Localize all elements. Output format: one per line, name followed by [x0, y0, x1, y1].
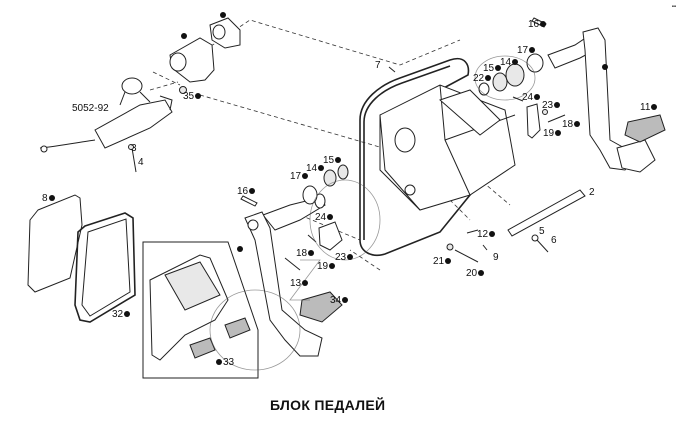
callout-16[interactable]: 16	[237, 186, 256, 197]
callout-2[interactable]: 2	[589, 187, 595, 198]
clutch-pedal-dot	[237, 246, 243, 252]
callout-23[interactable]: 23	[335, 252, 354, 263]
corner-mark: ▪▪	[671, 4, 676, 10]
callout-5[interactable]: 5	[539, 226, 545, 237]
callout-6[interactable]: 6	[551, 235, 557, 246]
callout-20[interactable]: 20	[466, 268, 485, 279]
callout-33[interactable]: 33	[215, 357, 234, 368]
callout-22[interactable]: 22	[473, 73, 492, 84]
callout-15[interactable]: 15	[323, 155, 342, 166]
pedal-housing	[359, 57, 516, 256]
callout-3[interactable]: 3	[131, 143, 137, 154]
callout-18[interactable]: 18	[562, 119, 581, 130]
callout-17[interactable]: 17	[290, 171, 309, 182]
clutch-cap-dot	[220, 12, 226, 18]
callout-32[interactable]: 32	[112, 309, 131, 320]
callout-17[interactable]: 17	[517, 45, 536, 56]
brake-pedal	[547, 27, 666, 173]
callout-24[interactable]: 24	[522, 92, 541, 103]
callout-16[interactable]: 16	[528, 19, 547, 30]
callout-15[interactable]: 15	[483, 63, 502, 74]
callout-19[interactable]: 19	[543, 128, 562, 139]
bushings-top-right	[474, 17, 547, 101]
callout-21[interactable]: 21	[433, 256, 452, 267]
assembly-ref-label: 5052-92	[72, 103, 109, 114]
diagram-title: БЛОК ПЕДАЛЕЙ	[270, 397, 386, 413]
callout-8[interactable]: 8	[42, 193, 56, 204]
inset-assembly-box	[142, 241, 259, 379]
callout-4[interactable]: 4	[138, 157, 144, 168]
callout-24[interactable]: 24	[315, 212, 334, 223]
callout-13[interactable]: 13	[290, 278, 309, 289]
callout-7[interactable]: 7	[375, 60, 381, 71]
callout-14[interactable]: 14	[306, 163, 325, 174]
bracket-and-bolts	[128, 66, 566, 173]
clutch-lever-dot	[181, 33, 187, 39]
master-cylinder	[39, 77, 173, 153]
callout-34[interactable]: 34	[330, 295, 349, 306]
callout-11[interactable]: 11	[640, 102, 658, 113]
brake-pedal-dot	[602, 64, 608, 70]
callout-9[interactable]: 9	[493, 252, 499, 263]
callout-18[interactable]: 18	[296, 248, 315, 259]
callout-14[interactable]: 14	[500, 57, 519, 68]
callout-12[interactable]: 12	[477, 229, 496, 240]
rail-bar	[446, 189, 586, 263]
clutch-lever-parts	[169, 17, 241, 94]
callout-23[interactable]: 23	[542, 100, 561, 111]
callout-35[interactable]: 35	[183, 91, 202, 102]
callout-19[interactable]: 19	[317, 261, 336, 272]
watermark-shape	[209, 179, 381, 371]
gasket-and-cover	[27, 194, 136, 323]
